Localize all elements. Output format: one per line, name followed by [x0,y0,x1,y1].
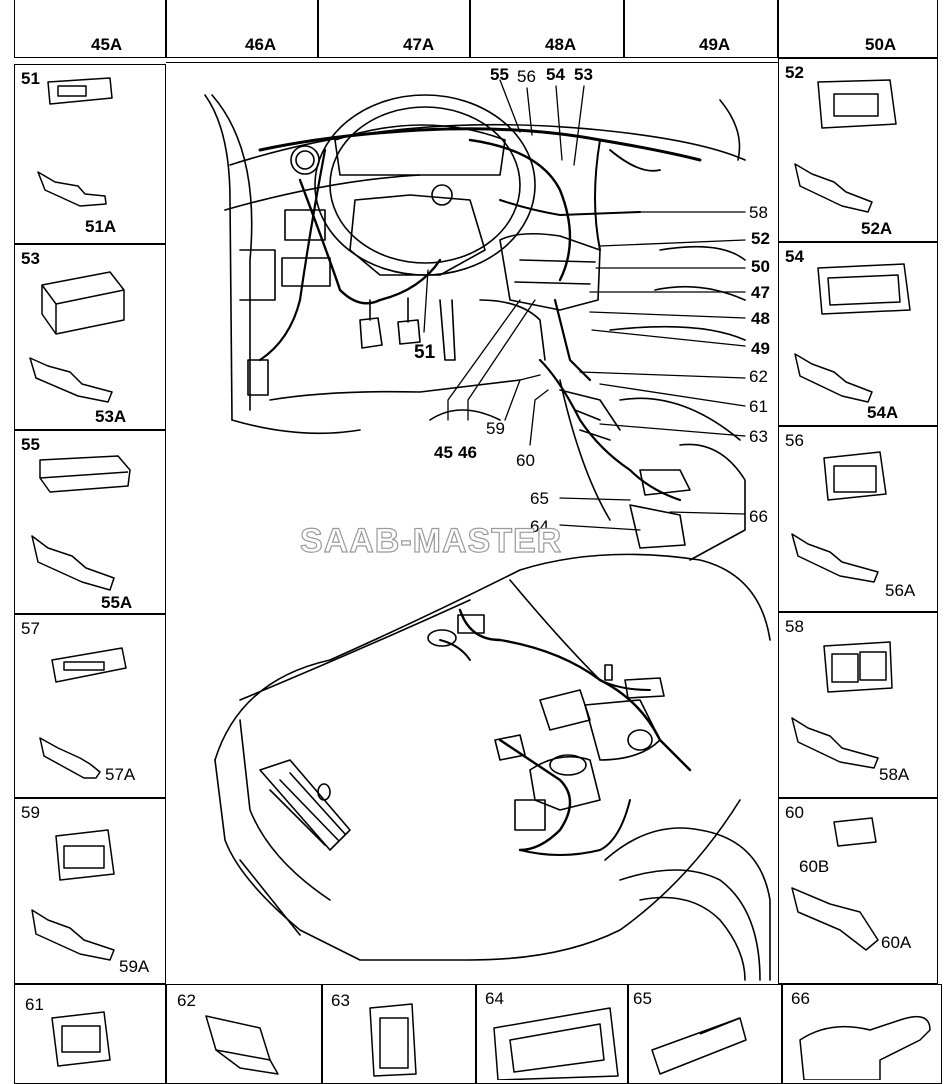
connector-number-61: 61 [25,995,44,1014]
connector-box-47a: 47A [318,0,470,58]
main-drawing-frame [166,62,778,63]
connector-number-63: 63 [331,991,350,1010]
connector-number-57: 57 [21,619,40,638]
connector-label-53a: 53A [95,407,127,426]
callout-48: 48 [751,309,770,328]
connector-label-54a: 54A [867,403,899,422]
callout-55: 55 [490,65,509,84]
connector-number-55: 55 [21,435,40,454]
connector-label-45a: 45A [91,35,123,54]
connector-number-58: 58 [785,617,804,636]
connector-box-56: 56 56A [778,426,938,612]
connector-label-58a: 58A [879,765,910,784]
connector-label-59a: 59A [119,957,150,976]
connector-box-51: 51 51A [14,64,166,244]
connector-label-57a: 57A [105,765,136,784]
callout-47: 47 [751,283,770,302]
connector-box-49a: 49A [624,0,778,58]
connector-box-48a: 48A [470,0,624,58]
callout-64: 64 [530,517,549,536]
connector-label-46a: 46A [245,35,277,54]
connector-box-58: 58 58A [778,612,938,798]
connector-label-50a: 50A [865,35,897,54]
connector-box-52: 52 52A [778,58,938,242]
connector-box-61: 61 [14,984,166,1084]
callout-46: 46 [458,443,477,462]
connector-box-54: 54 54A [778,242,938,426]
connector-box-57: 57 57A [14,614,166,798]
callout-63: 63 [749,427,768,446]
connector-label-52a: 52A [861,219,893,238]
callout-65: 65 [530,489,549,508]
connector-label-60a: 60A [881,933,912,952]
watermark: SAAB-MASTER [299,521,563,560]
connector-label-51a: 51A [85,217,117,236]
connector-number-51: 51 [21,69,40,88]
connector-number-66: 66 [791,989,810,1008]
connector-label-49a: 49A [699,35,731,54]
callout-49: 49 [751,339,770,358]
connector-number-52: 52 [785,63,804,82]
connector-box-65: 65 [628,984,782,1084]
connector-number-62: 62 [177,991,196,1010]
callout-60: 60 [516,451,535,470]
connector-box-60: 60 60B 60A [778,798,938,984]
connector-box-55: 55 55A [14,430,166,614]
callout-51: 51 [414,342,436,363]
callout-62: 62 [749,367,768,386]
connector-box-46a: 46A [166,0,318,58]
connector-label-55a: 55A [101,593,133,612]
callout-59: 59 [486,419,505,438]
connector-number-56: 56 [785,431,804,450]
connector-box-62: 62 [166,984,322,1084]
connector-number-53: 53 [21,249,40,268]
connector-number-60: 60 [785,803,804,822]
connector-box-66: 66 [782,984,942,1084]
connector-label-47a: 47A [403,35,435,54]
connector-label-56a: 56A [885,581,916,600]
connector-box-50a: 50A [778,0,938,58]
connector-box-64: 64 [476,984,628,1084]
connector-number-65: 65 [633,989,652,1008]
callout-53: 53 [574,65,593,84]
connector-box-59: 59 59A [14,798,166,984]
callout-54: 54 [546,65,565,84]
callout-61: 61 [749,397,768,416]
connector-box-63: 63 [322,984,476,1084]
connector-box-53: 53 53A [14,244,166,430]
callout-58: 58 [749,203,768,222]
connector-number-64: 64 [485,989,504,1008]
connector-label-48a: 48A [545,35,577,54]
connector-number-59: 59 [21,803,40,822]
connector-label-60b: 60B [799,857,830,876]
callout-50: 50 [751,257,770,276]
connector-number-54: 54 [785,247,804,266]
callout-52: 52 [751,229,770,248]
callout-66: 66 [749,507,768,526]
connector-box-45a: 45A [14,0,166,58]
callout-56: 56 [517,67,536,86]
callout-45: 45 [434,443,453,462]
